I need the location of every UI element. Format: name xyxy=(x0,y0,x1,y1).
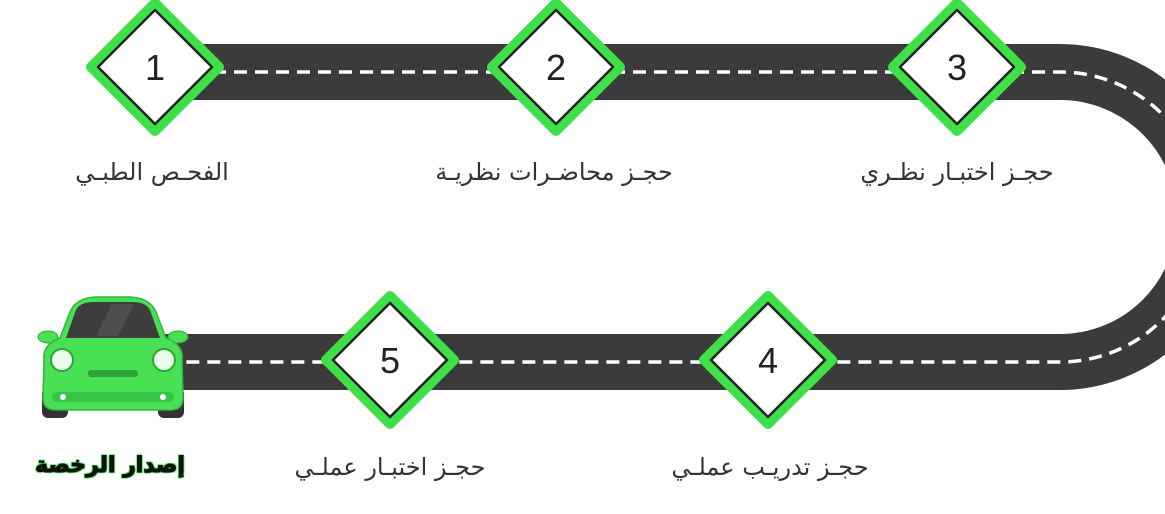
step-sign-5: 5 xyxy=(321,291,459,429)
step-sign-1: 1 xyxy=(86,0,224,136)
road xyxy=(150,44,1165,390)
step-label-4: حجـز تدريـب عملـي xyxy=(671,453,869,481)
step-number: 5 xyxy=(380,340,400,381)
step-sign-3: 3 xyxy=(888,0,1026,136)
step-number: 4 xyxy=(758,340,778,381)
step-number: 1 xyxy=(145,47,165,88)
step-label-5: حجـز اختبـار عملـي xyxy=(294,453,486,481)
step-label-3: حجـز اختبـار نظـري xyxy=(860,158,1054,186)
step-number: 3 xyxy=(947,47,967,88)
step-label-2: حجـز محاضـرات نظريـة xyxy=(435,158,673,186)
step-sign-4: 4 xyxy=(699,291,837,429)
step-sign-2: 2 xyxy=(487,0,625,136)
car-icon xyxy=(37,296,189,418)
step-number: 2 xyxy=(546,47,566,88)
road-center-line xyxy=(150,70,1165,364)
step-label-1: الفحـص الطبـي xyxy=(75,158,229,186)
final-label: إصدار الرخصة xyxy=(35,453,186,479)
